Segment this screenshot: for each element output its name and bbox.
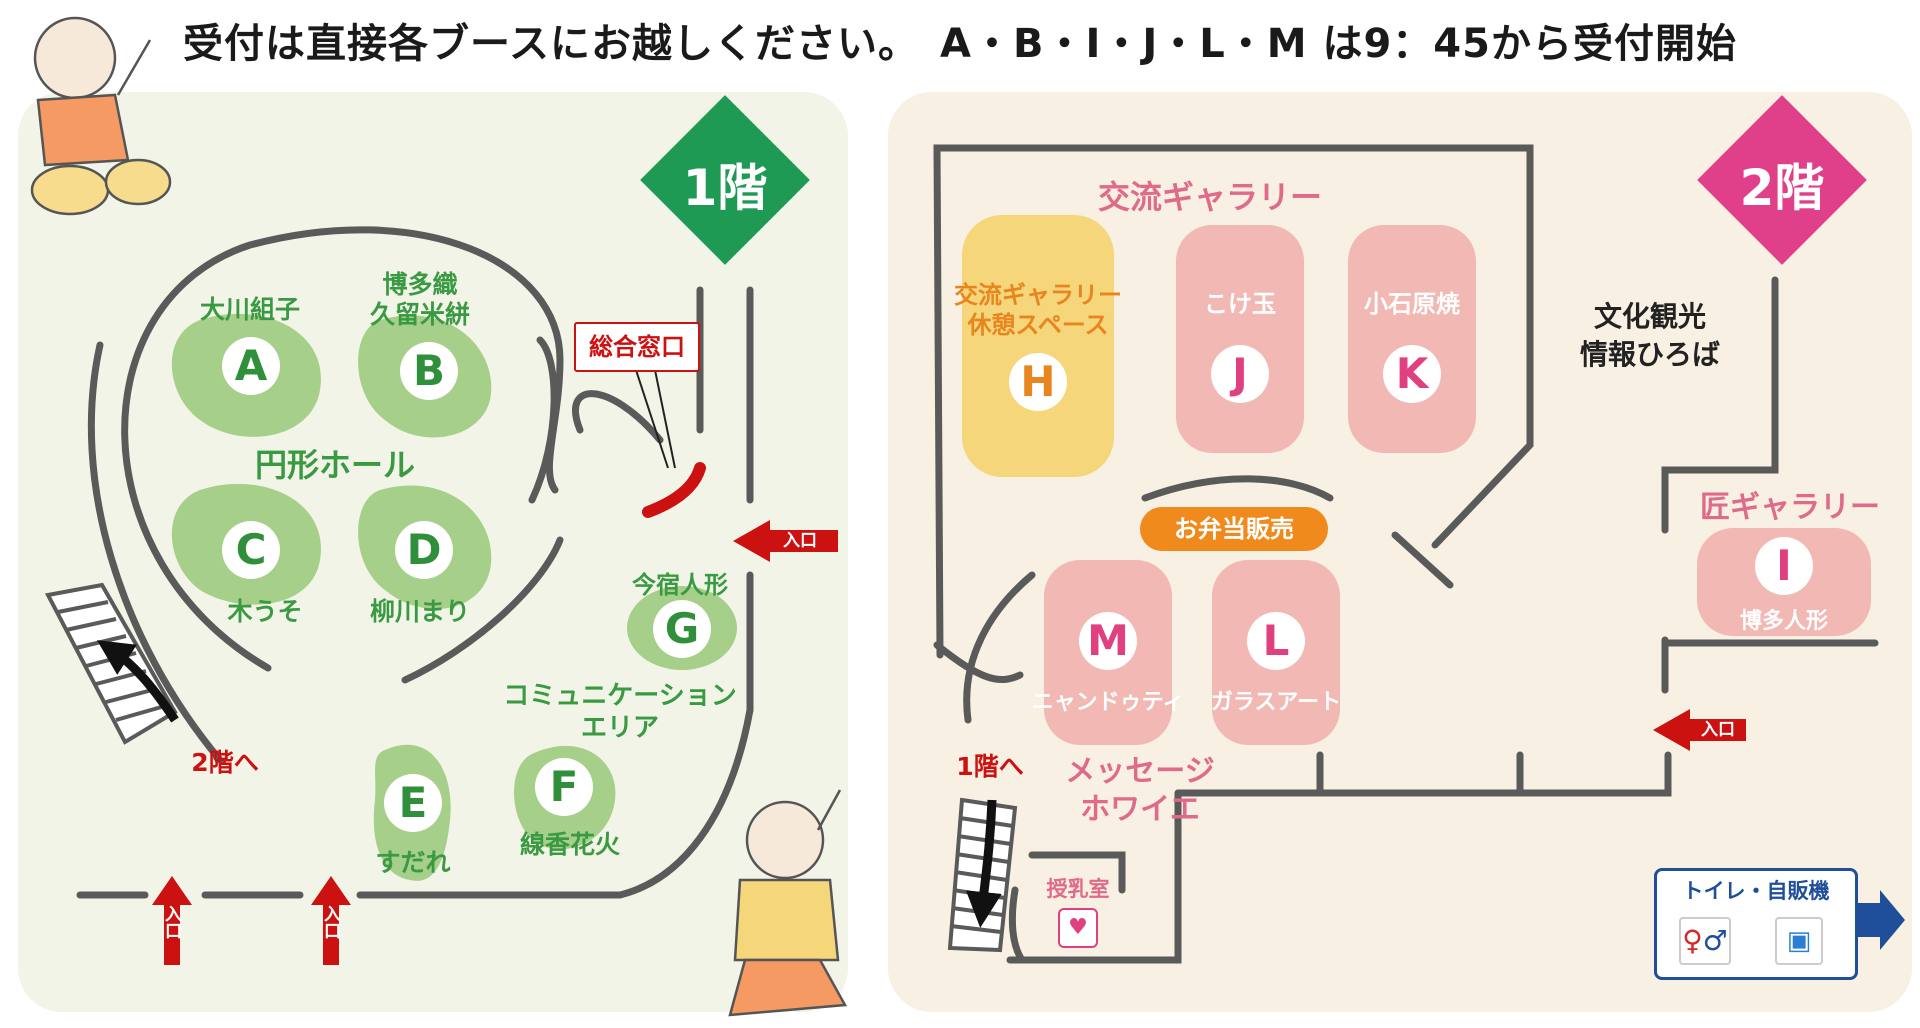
booth-c-letter[interactable]: C [222, 521, 280, 579]
booth-a-name: 大川組子 [199, 295, 300, 324]
booth-k-letter[interactable]: K [1383, 345, 1441, 403]
booth-i-name: 博多人形 [1739, 609, 1828, 634]
booth-j-name: こけ玉 [1204, 290, 1276, 318]
person-illustration-bottom-right [728, 789, 848, 1017]
takumi-gallery-label: 匠ギャラリー [1700, 490, 1880, 525]
toilet-arrow [1858, 890, 1905, 950]
booth-d-name: 柳川まり [369, 597, 470, 626]
baby-bottle-icon: ♥ [1058, 908, 1098, 948]
booth-m-letter[interactable]: M [1079, 612, 1137, 670]
booth-b-name-2: 久留米絣 [369, 300, 470, 329]
nursing-room-label: 授乳室 [1046, 877, 1110, 901]
floor1-entrance-arrows [152, 520, 838, 965]
booth-f-name: 線香花火 [519, 830, 620, 859]
floor1-up-arrow [96, 640, 179, 723]
message-foyer-1: メッセージ [1065, 754, 1215, 789]
floor2-entrance: 入口 [1701, 720, 1735, 740]
person-illustration-top-left [30, 16, 172, 216]
general-window-label: 総合窓口 [574, 322, 700, 372]
toilet-vending-box: トイレ・自販機 ♀♂ ▣ [1654, 868, 1858, 980]
to-floor1-label: 1階へ [956, 752, 1024, 781]
floor2-badge: 2階 [1739, 159, 1825, 217]
gallery-label: 交流ギャラリー [1097, 178, 1322, 216]
floor1-entrance-bottom-2: 入口 [320, 905, 340, 939]
to-floor2-label: 2階へ [191, 748, 259, 777]
booth-h-name-1: 交流ギャラリー [954, 281, 1122, 309]
booth-i-letter[interactable]: I [1755, 537, 1813, 595]
page-title: 受付は直接各ブースにお越しください。 A・B・I・J・L・M は9：45から受付… [183, 21, 1737, 67]
booth-h-letter[interactable]: H [1009, 353, 1067, 411]
general-window-counter [642, 462, 706, 518]
floor1-walls [76, 226, 754, 899]
booth-f-letter[interactable]: F [535, 758, 593, 816]
floor2-entrance-arrow [1653, 709, 1746, 751]
floor2-badge-shape [1697, 95, 1867, 265]
floor1-entrance-right: 入口 [783, 531, 817, 551]
vending-machine-icon: ▣ [1775, 917, 1823, 965]
booth-k-name: 小石原焼 [1364, 290, 1460, 318]
booth-l-letter[interactable]: L [1247, 612, 1305, 670]
toilet-vending-label: トイレ・自販機 [1682, 879, 1830, 903]
restroom-icon: ♀♂ [1679, 917, 1731, 965]
booth-e-letter[interactable]: E [384, 774, 442, 832]
floor1-badge: 1階 [682, 159, 768, 217]
booth-g-letter[interactable]: G [653, 600, 711, 658]
floor2-walls [933, 144, 1879, 964]
floor2-down-arrow [965, 799, 1002, 928]
booth-b-letter[interactable]: B [400, 342, 458, 400]
community-area-1: コミュニケーション [503, 681, 737, 711]
window-pointer-line [635, 369, 669, 469]
community-area-2: エリア [580, 713, 659, 743]
booth-h-name-2: 休憩スペース [967, 311, 1109, 339]
info-plaza-1: 文化観光 [1593, 300, 1706, 333]
booth-c-name: 木うそ [227, 597, 303, 626]
booth-j-letter[interactable]: J [1211, 345, 1269, 403]
booth-b-name-1: 博多織 [382, 270, 458, 299]
round-hall-label: 円形ホール [254, 446, 415, 484]
booth-a-letter[interactable]: A [222, 337, 280, 395]
booth-l-name: ガラスアート [1210, 690, 1342, 715]
booth-g-name: 今宿人形 [632, 571, 728, 599]
booth-e-name: すだれ [375, 848, 451, 877]
floor1-badge-shape [640, 95, 810, 265]
message-foyer-2: ホワイエ [1080, 792, 1200, 827]
booth-m-name: ニャンドゥティ [1031, 690, 1185, 715]
booth-d-letter[interactable]: D [395, 521, 453, 579]
info-plaza-2: 情報ひろば [1579, 338, 1720, 371]
floor1-entrance-bottom-1: 入口 [161, 905, 181, 939]
bento-sales-label: お弁当販売 [1140, 507, 1328, 551]
